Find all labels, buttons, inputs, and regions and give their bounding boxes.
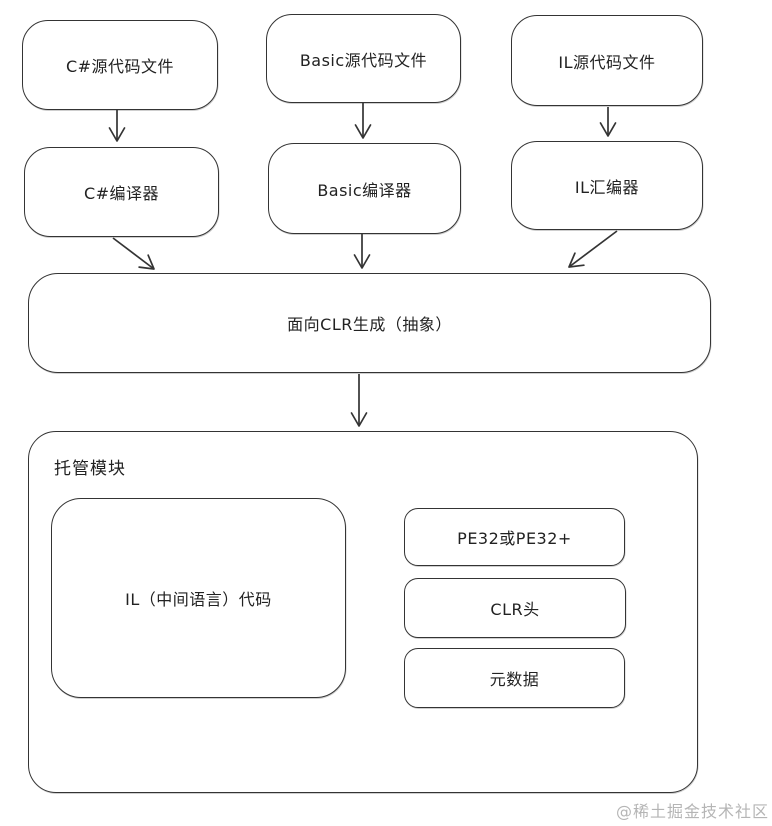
arrow-il-assembler-to-clr-target: [568, 230, 618, 268]
node-pe32: PE32或PE32+: [404, 508, 625, 566]
node-label: C#源代码文件: [65, 57, 175, 76]
node-label: IL汇编器: [574, 177, 640, 197]
node-label: Basic源代码文件: [299, 50, 428, 70]
node-label: 面向CLR生成（抽象）: [287, 315, 452, 334]
node-label: IL（中间语言）代码: [125, 590, 272, 609]
node-metadata: 元数据: [404, 648, 625, 708]
node-label: Basic编译器: [317, 180, 412, 200]
node-label: 元数据: [489, 670, 540, 689]
node-il-assembler: IL汇编器: [511, 141, 703, 230]
node-managed-module: 托管模块 IL（中间语言）代码 PE32或PE32+ CLR头 元数据: [28, 431, 698, 793]
node-clr-header: CLR头: [404, 578, 626, 638]
arrow-csharp-compiler-to-clr-target: [112, 237, 155, 270]
node-csharp-source-file: C#源代码文件: [22, 20, 218, 110]
node-label: PE32或PE32+: [457, 529, 572, 548]
node-label: IL源代码文件: [558, 52, 656, 72]
node-csharp-compiler: C#编译器: [24, 147, 219, 237]
node-label: C#编译器: [83, 184, 160, 203]
managed-module-label: 托管模块: [54, 459, 126, 479]
node-il-code: IL（中间语言）代码: [51, 498, 346, 698]
watermark-text: @稀土掘金技术社区: [615, 802, 769, 821]
node-basic-source-file: Basic源代码文件: [266, 14, 461, 103]
node-basic-compiler: Basic编译器: [268, 143, 461, 234]
node-il-source-file: IL源代码文件: [511, 15, 703, 106]
node-clr-target: 面向CLR生成（抽象）: [28, 273, 711, 373]
node-label: CLR头: [490, 600, 540, 619]
